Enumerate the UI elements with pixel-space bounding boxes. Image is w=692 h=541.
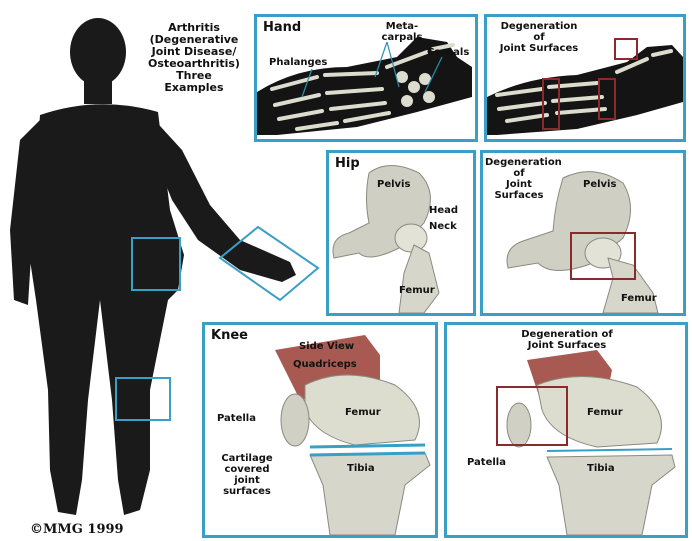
hip-title: Hip <box>335 156 360 171</box>
pelvis-label: Pelvis <box>377 179 410 190</box>
carpals-label: Carpals <box>427 47 469 58</box>
hand-degeneration-label: DegenerationofJoint Surfaces <box>489 21 589 54</box>
hand-degeneration-panel: DegenerationofJoint Surfaces <box>484 14 686 142</box>
intro-text: Arthritis (Degenerative Joint Disease/ O… <box>135 22 253 94</box>
knee-bones-illustration <box>205 325 435 535</box>
knee-degeneration-label: Degeneration ofJoint Surfaces <box>487 329 647 351</box>
quadriceps-label: Quadriceps <box>293 359 357 370</box>
side-view-label: Side View <box>299 341 354 352</box>
femur-knee-degen-label: Femur <box>587 407 623 418</box>
patella-degen-label: Patella <box>467 457 506 468</box>
tibia-knee-degen-label: Tibia <box>587 463 615 474</box>
metacarpals-label: Meta-carpals <box>377 21 427 43</box>
hip-panel: Hip Pelvis Head Neck Femur <box>326 150 476 316</box>
pelvis-degen-label: Pelvis <box>583 179 616 190</box>
hand-title: Hand <box>263 20 301 35</box>
copyright-text: ©MMG 1999 <box>30 522 124 537</box>
hand-bones-illustration <box>257 17 475 139</box>
femur-degen-label: Femur <box>621 293 657 304</box>
femur-knee-label: Femur <box>345 407 381 418</box>
neck-label: Neck <box>429 221 457 232</box>
tibia-knee-label: Tibia <box>347 463 375 474</box>
hand-panel: Hand Meta-carpals Carpals Phalanges <box>254 14 478 142</box>
cartilage-label: Cartilagecoveredjointsurfaces <box>211 453 283 497</box>
knee-degeneration-illustration <box>447 325 685 535</box>
phalanges-label: Phalanges <box>269 57 327 68</box>
knee-degeneration-panel: Degeneration ofJoint Surfaces Femur Tibi… <box>444 322 688 538</box>
knee-panel: Knee Side View Quadriceps Patella Femur … <box>202 322 438 538</box>
patella-label: Patella <box>217 413 256 424</box>
hip-degeneration-panel: DegenerationofJointSurfaces Pelvis Femur <box>480 150 686 316</box>
hip-degeneration-label: DegenerationofJointSurfaces <box>485 157 553 201</box>
head-label: Head <box>429 205 458 216</box>
femur-label: Femur <box>399 285 435 296</box>
knee-title: Knee <box>211 328 248 343</box>
